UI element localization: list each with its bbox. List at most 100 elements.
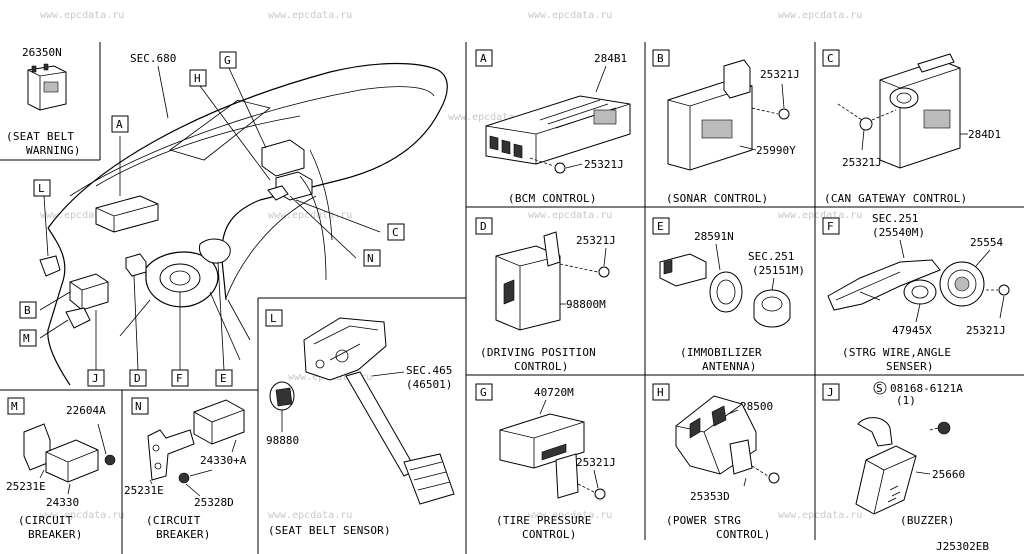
caption: BREAKER) [156, 528, 211, 541]
callout-h: H [189, 69, 207, 87]
seat-belt-sensor [269, 381, 295, 411]
caption: (DRIVING POSITION [480, 346, 596, 359]
panel-letter: F [827, 220, 834, 233]
caption: CONTROL) [522, 528, 577, 541]
watermark: www.epcdata.ru [778, 10, 862, 21]
caption: (CIRCUIT [18, 514, 73, 527]
panel-letter: E [657, 220, 664, 233]
watermark: www.epcdata.ru [40, 210, 124, 221]
svg-text:A: A [116, 118, 123, 131]
svg-text:J: J [92, 372, 99, 385]
callout-e: E [215, 369, 233, 387]
caption: (STRG WIRE,ANGLE [842, 346, 951, 359]
panel-e-immobilizer-antenna: E 28591N SEC.251 (25151M) (IMMOBILIZER A… [652, 217, 805, 373]
svg-text:H: H [194, 72, 201, 85]
part-number: 25321J [576, 456, 616, 469]
screw-symbol: S [876, 382, 883, 395]
watermark: www.epcdata.ru [268, 10, 352, 21]
part-number: 284B1 [594, 52, 627, 65]
svg-text:L: L [38, 182, 45, 195]
quantity: (1) [896, 394, 916, 407]
dashboard-illustration: SEC.680 [39, 52, 448, 386]
section-ref: SEC.680 [130, 52, 176, 65]
caption: (POWER STRG [666, 514, 741, 527]
part-number: 28500 [740, 400, 773, 413]
callout-l: L [33, 179, 51, 197]
caption: (CAN GATEWAY CONTROL) [824, 192, 967, 205]
panel-letter: M [11, 400, 18, 413]
callout-f: F [171, 369, 189, 387]
caption: CONTROL) [514, 360, 569, 373]
part-number: 25231E [124, 484, 164, 497]
caption: BREAKER) [28, 528, 83, 541]
caption: ANTENNA) [702, 360, 757, 373]
callout-n: N [363, 249, 381, 267]
watermark: www.epcdata.ru [528, 210, 612, 221]
panel-letter: L [270, 312, 277, 325]
watermark: www.epcdata.ru [268, 510, 352, 521]
power-steering-module [675, 395, 757, 475]
part-number: 24330 [46, 496, 79, 509]
caption: (BUZZER) [900, 514, 955, 527]
panel-letter: G [480, 386, 487, 399]
part-number: 08168-6121A [890, 382, 963, 395]
panel-j-buzzer: J S 08168-6121A (1) 25660 (BUZZER) [822, 381, 965, 527]
seat-belt-warning-panel: 26350N (SEAT BELT WARNING) [6, 46, 81, 157]
panel-a-bcm-control: A 284B1 25321J (BCM CONTROL) [475, 49, 631, 205]
panel-d-driving-position-control: D 25321J 98800M (DRIVING POSITION CONTRO… [475, 217, 616, 373]
caption: (IMMOBILIZER [680, 346, 762, 359]
brake-pedal-assembly [303, 317, 455, 505]
section-ref: (25540M) [872, 226, 925, 239]
circuit-breaker-m [23, 423, 99, 483]
part-number: 25321J [966, 324, 1006, 337]
panel-letter: D [480, 220, 487, 233]
panel-letter: H [657, 386, 664, 399]
panel-letter: J [827, 386, 834, 399]
panel-letter: B [657, 52, 664, 65]
watermark: www.epcdata.ru [448, 112, 532, 123]
part-number: 25231E [6, 480, 46, 493]
part-number: 25990Y [756, 144, 796, 157]
watermark: www.epcdata.ru [778, 510, 862, 521]
part-number: 24330+A [200, 454, 247, 467]
part-number: 25321J [842, 156, 882, 169]
callout-c: C [387, 223, 405, 241]
caption: (SEAT BELT [6, 130, 74, 143]
panel-l-seat-belt-sensor: L SEC.465 (46501) 98880 (SEAT BELT SENSO… [265, 309, 455, 537]
callout-d: D [129, 369, 147, 387]
part-number: 25353D [690, 490, 730, 503]
section-ref: (46501) [406, 378, 452, 391]
driving-position-module [495, 231, 561, 331]
part-number: 25660 [932, 468, 965, 481]
part-number: 26350N [22, 46, 62, 59]
svg-text:D: D [134, 372, 141, 385]
panel-n-circuit-breaker: N 24330+A 25231E 25328D (CIRCUIT BREAKER… [124, 397, 247, 541]
section-ref: SEC.251 [748, 250, 794, 263]
sonar-module [667, 59, 753, 171]
callout-a: A [111, 115, 129, 133]
combination-switch [827, 259, 985, 311]
svg-text:N: N [367, 252, 374, 265]
part-number: 22604A [66, 404, 106, 417]
section-ref: (25151M) [752, 264, 805, 277]
callout-g: G [219, 51, 237, 69]
svg-text:G: G [224, 54, 231, 67]
tire-pressure-module [499, 413, 585, 499]
watermark: www.epcdata.ru [528, 510, 612, 521]
caption: WARNING) [26, 144, 81, 157]
part-number: 25328D [194, 496, 234, 509]
part-number: 25321J [760, 68, 800, 81]
callout-m: M [19, 329, 37, 347]
svg-text:B: B [24, 304, 31, 317]
immobilizer-antenna [659, 253, 791, 328]
part-number: 98800M [566, 298, 606, 311]
caption: (TIRE PRESSURE [496, 514, 592, 527]
bcm-module [485, 95, 631, 165]
part-number: 40720M [534, 386, 574, 399]
watermark: www.epcdata.ru [528, 10, 612, 21]
callout-j: J [87, 369, 105, 387]
part-number: 47945X [892, 324, 932, 337]
watermark: www.epcdata.ru [40, 10, 124, 21]
part-number: 98880 [266, 434, 299, 447]
section-ref: SEC.251 [872, 212, 918, 225]
